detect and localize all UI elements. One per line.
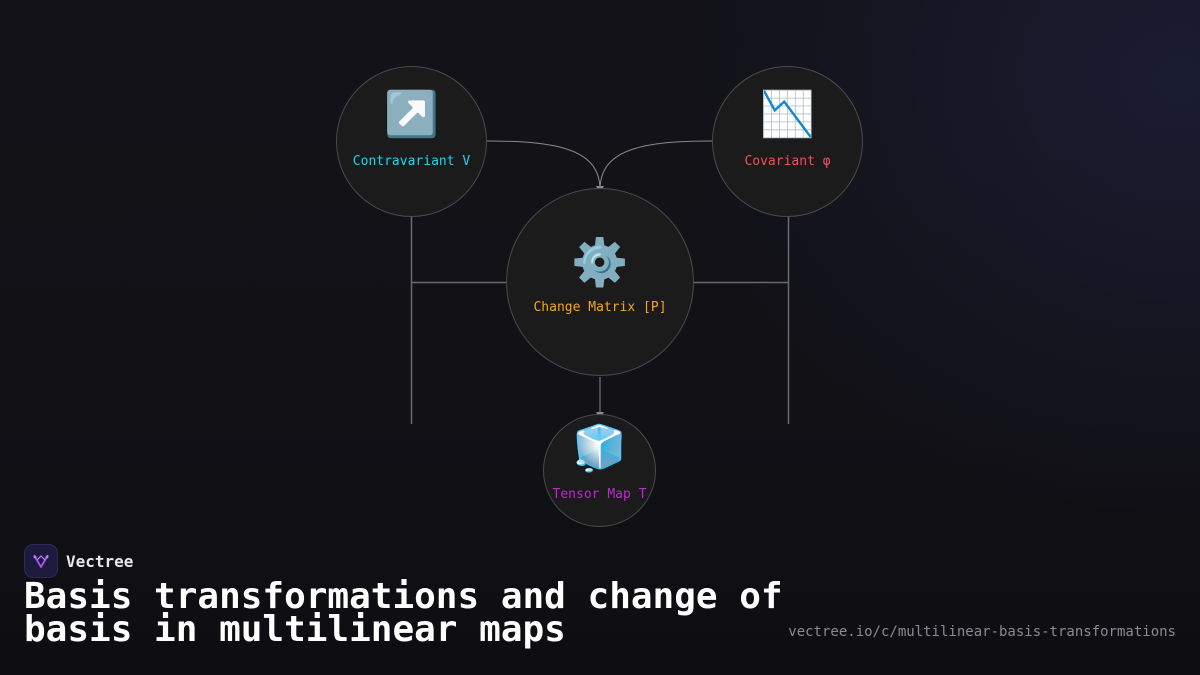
brand-logo-icon [24,544,58,578]
node-tensor-map-label: Tensor Map T [552,487,647,502]
brand[interactable]: Vectree [24,544,133,578]
brand-name: Vectree [66,551,134,571]
page-url[interactable]: vectree.io/c/multilinear-basis-transform… [788,624,1176,640]
ice-cube-icon: 🧊 [572,423,627,474]
node-covariant[interactable]: 📉 Covariant φ [712,66,863,217]
edge-covariant-to-change-matrix [599,140,713,191]
node-change-matrix-label: Change Matrix [P] [533,300,667,315]
gear-icon: ⚙️ [571,235,629,289]
node-contravariant-label: Contravariant V [352,154,471,169]
node-contravariant[interactable]: ↗️ Contravariant V [336,66,487,217]
page-title: Basis transformations and change of basi… [24,576,783,650]
node-change-matrix[interactable]: ⚙️ Change Matrix [P] [506,188,694,376]
up-right-arrow-icon: ↗️ [384,89,439,140]
node-tensor-map[interactable]: 🧊 Tensor Map T [543,414,656,527]
edge-contravariant-to-change-matrix [486,140,604,194]
chart-decreasing-icon: 📉 [760,89,815,140]
node-covariant-label: Covariant φ [744,154,831,169]
